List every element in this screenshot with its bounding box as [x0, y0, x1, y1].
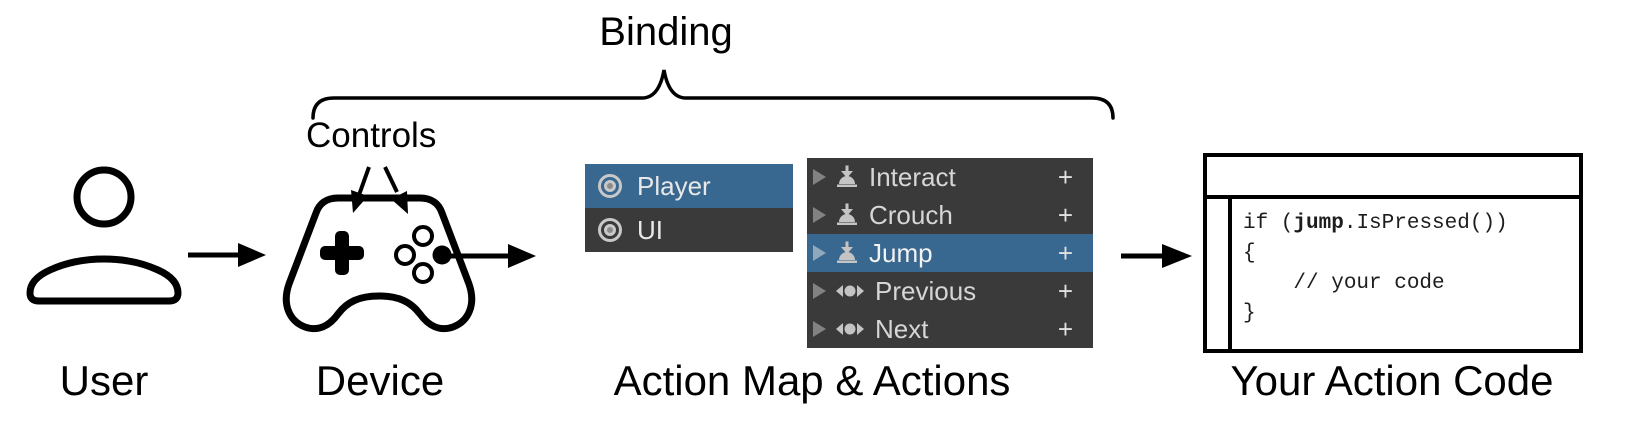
action-row-next[interactable]: Next + [807, 310, 1093, 348]
foldout-triangle-icon[interactable] [813, 207, 826, 223]
action-label: Crouch [869, 199, 953, 230]
device-label: Device [315, 357, 445, 404]
gamepad-icon [282, 194, 476, 333]
axis-left-right-icon [836, 285, 864, 297]
button-press-icon [837, 203, 857, 225]
add-binding-button[interactable]: + [1057, 161, 1073, 192]
add-binding-button[interactable]: + [1057, 275, 1073, 306]
action-label: Interact [869, 161, 956, 192]
action-row-previous[interactable]: Previous + [807, 272, 1093, 310]
foldout-triangle-icon[interactable] [813, 169, 826, 185]
code-line-3: // your code [1243, 272, 1445, 295]
dpad-icon [320, 231, 364, 275]
foldout-triangle-icon[interactable] [813, 245, 826, 261]
code-line-1: if (jump.IsPressed()) [1243, 212, 1508, 235]
action-code-window: if (jump.IsPressed()) { // your code } [1203, 153, 1583, 353]
code-gutter [1207, 199, 1232, 349]
action-map-panel: Player UI [585, 164, 793, 252]
action-map-icon [598, 218, 622, 242]
action-map-row-player[interactable]: Player [585, 164, 793, 208]
actions-panel: Interact + Crouch + Jump + [807, 158, 1093, 348]
code-snippet: if (jump.IsPressed()) { // your code } [1232, 199, 1508, 349]
action-label: Jump [869, 237, 933, 268]
action-label: Previous [875, 275, 977, 306]
binding-brace [311, 69, 1115, 120]
action-row-interact[interactable]: Interact + [807, 158, 1093, 196]
add-binding-button[interactable]: + [1057, 237, 1073, 268]
actions-to-code-arrow [1121, 244, 1192, 268]
foldout-triangle-icon[interactable] [813, 283, 826, 299]
user-to-device-arrow [188, 243, 266, 267]
code-line-4: } [1243, 302, 1256, 325]
action-row-jump[interactable]: Jump + [807, 234, 1093, 272]
your-action-code-label: Your Action Code [1230, 357, 1554, 404]
action-map-label: Player [637, 170, 711, 201]
action-map-row-ui[interactable]: UI [585, 208, 793, 252]
action-map-label: UI [637, 214, 663, 245]
device-to-actionmap-arrow [447, 244, 536, 268]
action-row-crouch[interactable]: Crouch + [807, 196, 1093, 234]
controls-arrow-right [383, 166, 408, 214]
add-binding-button[interactable]: + [1057, 199, 1073, 230]
code-window-titlebar [1207, 157, 1579, 199]
binding-title: Binding [599, 10, 733, 54]
axis-left-right-icon [836, 323, 864, 335]
button-press-icon [837, 241, 857, 263]
action-label: Next [875, 313, 929, 344]
controls-label: Controls [306, 116, 437, 155]
code-line-2: { [1243, 242, 1256, 265]
action-map-icon [598, 174, 622, 198]
user-label: User [59, 357, 149, 404]
user-person-icon [26, 166, 182, 305]
action-map-actions-label: Action Map & Actions [613, 357, 1011, 404]
button-press-icon [837, 165, 857, 187]
add-binding-button[interactable]: + [1057, 313, 1073, 344]
foldout-triangle-icon[interactable] [813, 321, 826, 337]
face-buttons-icon [394, 225, 452, 284]
controls-arrow-left [351, 166, 371, 213]
